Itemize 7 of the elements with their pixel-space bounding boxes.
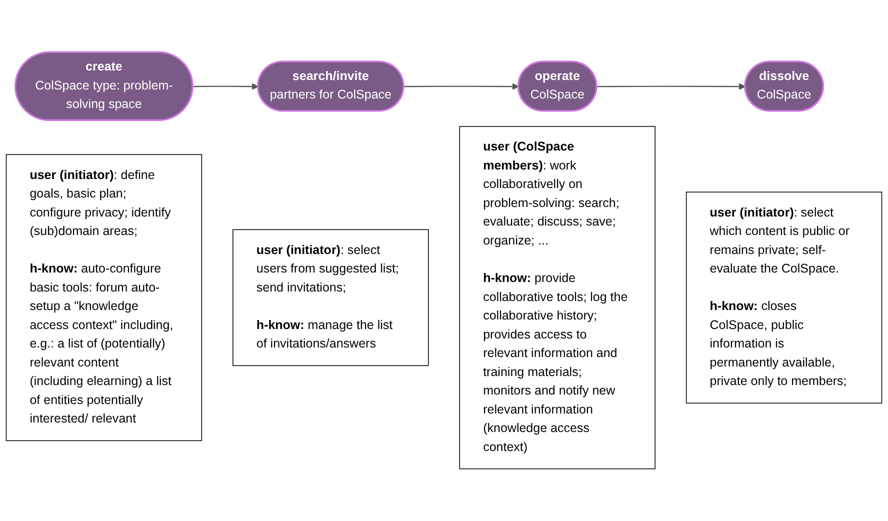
arrow: [596, 83, 746, 90]
node-box: user (initiator): define goals, basic plan; configure privacy; identify (sub)domain areas; h-know: auto-configure basic tools: forum auto-setup a "knowledge access context" including, e.g.: a list of (potentially) relevant content (including elearning) a list of entities potentially interested/ relevant: [6, 154, 202, 442]
arrow: [404, 83, 519, 90]
node-box: user (ColSpace members): work collaborativelly on problem-solving: search; evaluate; discuss; save; organize; ... h-know: provide collaborative tools; log the collaborative history; provides access to relevant information and training materials; monitors and notify new relevant information (knowledge access context): [459, 126, 656, 470]
node-box: user (initiator): select users from suggested list; send invitations; h-know: manage the list of invitations/answers: [232, 229, 429, 366]
node-box: user (initiator): select which content is public or remains private; self-evaluate the ColSpace. h-know: closes ColSpace, public information is permanently available, private only to members;: [686, 192, 882, 404]
arrow: [192, 83, 259, 90]
